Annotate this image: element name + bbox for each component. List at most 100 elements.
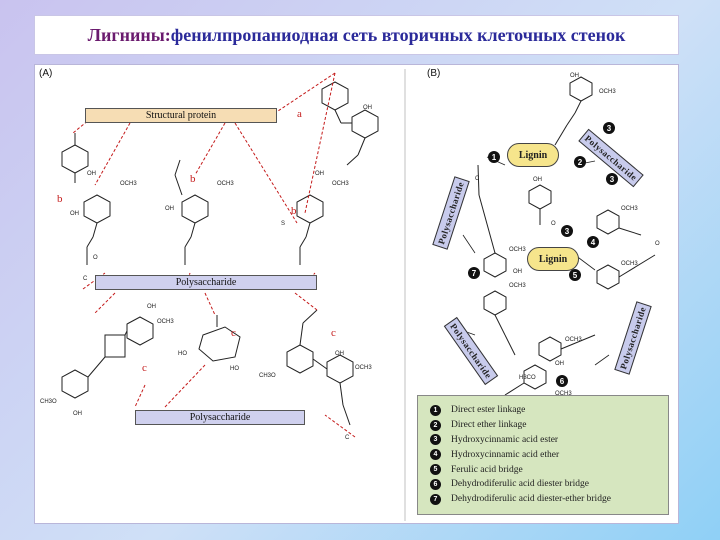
svg-text:OH: OH <box>513 269 522 275</box>
ring <box>321 81 349 111</box>
svg-text:HO: HO <box>178 351 187 357</box>
legend-text: Hydroxycinnamic acid ester <box>451 434 559 445</box>
svg-text:OH: OH <box>533 177 542 183</box>
svg-text:O: O <box>93 255 98 261</box>
svg-text:OH: OH <box>363 105 372 111</box>
link-label-c2: c <box>231 327 236 339</box>
svg-text:OH: OH <box>335 351 344 357</box>
ring <box>326 354 354 384</box>
ring <box>596 209 620 235</box>
sugar-ring <box>198 326 241 362</box>
marker-6: 6 <box>556 375 568 387</box>
ring <box>83 194 111 224</box>
ring <box>296 194 324 224</box>
title-main: Лигнины: <box>87 24 171 45</box>
polysaccharide-bar-top: Polysaccharide <box>95 275 317 290</box>
svg-text:OH: OH <box>165 206 174 212</box>
legend-item: 7 Dehydrodiferulic acid diester-ether bri… <box>430 492 668 507</box>
svg-text:CH3O: CH3O <box>259 373 276 379</box>
ring <box>569 76 593 102</box>
ring <box>61 369 89 399</box>
ring <box>181 194 209 224</box>
panel-a-label: (A) <box>39 68 53 79</box>
svg-text:OCH3: OCH3 <box>621 261 638 267</box>
ring <box>61 144 89 174</box>
legend-number: 4 <box>430 449 441 461</box>
legend-text: Ferulic acid bridge <box>451 464 523 475</box>
svg-text:OCH3: OCH3 <box>565 337 582 343</box>
polysaccharide-bar-bottom: Polysaccharide <box>135 410 305 425</box>
ring <box>351 109 379 139</box>
ring <box>523 364 547 390</box>
svg-text:OCH3: OCH3 <box>555 391 572 397</box>
svg-text:O: O <box>551 221 556 227</box>
legend-number: 5 <box>430 464 441 476</box>
marker-4: 4 <box>587 236 599 248</box>
legend-text: Dehydrodiferulic acid diester bridge <box>451 479 589 490</box>
legend-item: 6 Dehydrodiferulic acid diester bridge <box>430 477 668 492</box>
legend-item: 5 Ferulic acid bridge <box>430 462 668 477</box>
svg-text:OCH3: OCH3 <box>217 181 234 187</box>
svg-text:C: C <box>475 176 480 182</box>
legend-number: 2 <box>430 419 441 431</box>
svg-text:OCH3: OCH3 <box>157 319 174 325</box>
lignin-node-middle: Lignin <box>527 247 579 271</box>
legend-text: Dehydrodiferulic acid diester-ether brid… <box>451 494 611 505</box>
marker-1: 1 <box>488 151 500 163</box>
ring <box>483 252 507 278</box>
ring <box>528 184 552 210</box>
lignin-node-top: Lignin <box>507 143 559 167</box>
panel-a-links <box>72 72 356 438</box>
legend-number: 1 <box>430 404 441 416</box>
ring <box>286 344 314 374</box>
link-label-c1: c <box>142 362 147 374</box>
title-box: Лигнины: фенилпропаниодная сеть вторичны… <box>34 15 679 55</box>
marker-3a: 3 <box>603 122 615 134</box>
lignin-figure: OH OH OCH3 OH OCH3 OH OCH3 OH O C C C S … <box>34 64 679 524</box>
legend-text: Direct ester linkage <box>451 405 526 416</box>
svg-text:OCH3: OCH3 <box>332 181 349 187</box>
svg-text:O: O <box>655 241 660 247</box>
panel-a-structures <box>61 81 379 426</box>
svg-text:H3CO: H3CO <box>519 375 536 381</box>
marker-3b: 3 <box>606 173 618 185</box>
svg-text:C: C <box>83 276 88 282</box>
svg-text:OCH3: OCH3 <box>355 365 372 371</box>
svg-text:OCH3: OCH3 <box>621 206 638 212</box>
cyclobutane <box>104 334 126 358</box>
legend: 1 Direct ester linkage 2 Direct ether link… <box>417 395 669 515</box>
svg-text:OH: OH <box>70 211 79 217</box>
legend-item: 1 Direct ester linkage <box>430 403 668 418</box>
ring <box>126 316 154 346</box>
svg-text:OH: OH <box>315 171 324 177</box>
svg-text:OCH3: OCH3 <box>509 283 526 289</box>
panel-b-structures <box>477 76 656 396</box>
structural-protein-bar: Structural protein <box>85 108 277 123</box>
legend-number: 7 <box>430 493 441 505</box>
svg-text:S: S <box>281 221 285 227</box>
legend-number: 6 <box>430 478 441 490</box>
link-label-c3: c <box>331 327 336 339</box>
svg-text:OH: OH <box>73 411 82 417</box>
marker-3c: 3 <box>561 225 573 237</box>
svg-text:C: C <box>345 435 350 441</box>
svg-text:HO: HO <box>230 366 239 372</box>
link-label-b1: b <box>57 193 63 205</box>
ring <box>538 336 562 362</box>
figure-drawing: OH OH OCH3 OH OCH3 OH OCH3 OH O C C C S … <box>40 69 660 521</box>
svg-text:OH: OH <box>87 171 96 177</box>
panel-a-chem-text: OH OH OCH3 OH OCH3 OH OCH3 OH O C C C S … <box>40 105 372 441</box>
link-label-a: a <box>297 108 302 120</box>
panel-b-label: (B) <box>427 68 441 79</box>
svg-text:CH3O: CH3O <box>40 399 57 405</box>
marker-7: 7 <box>468 267 480 279</box>
svg-text:OCH3: OCH3 <box>599 89 616 95</box>
svg-text:OCH3: OCH3 <box>509 247 526 253</box>
svg-text:OH: OH <box>147 304 156 310</box>
legend-text: Direct ether linkage <box>451 420 527 431</box>
ring <box>596 264 620 290</box>
legend-item: 2 Direct ether linkage <box>430 418 668 433</box>
link-label-b3: b <box>291 205 297 217</box>
